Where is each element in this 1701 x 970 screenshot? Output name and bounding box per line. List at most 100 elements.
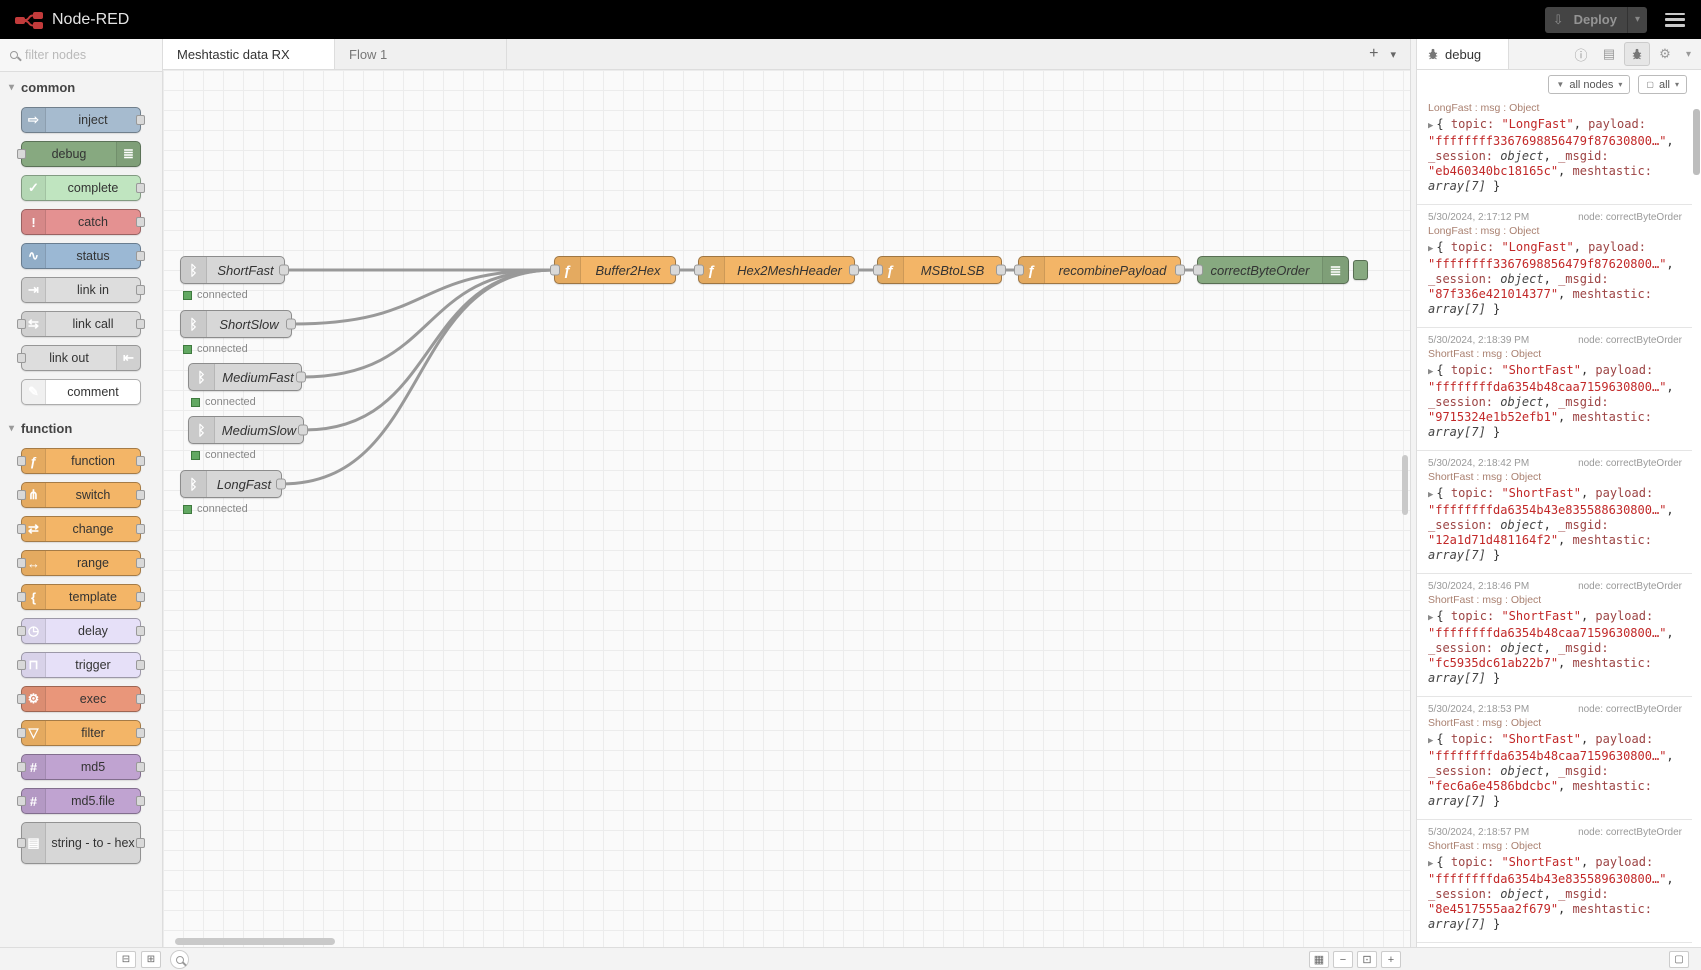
node-output-port[interactable] — [286, 318, 296, 330]
palette-node-switch[interactable]: ⋔switch — [17, 482, 145, 508]
debug-message[interactable]: LongFast : msg : Object▶{ topic: "LongFa… — [1417, 93, 1692, 205]
palette-category-function[interactable]: ▾function — [0, 413, 162, 443]
palette-collapse-button[interactable]: ⊟ — [116, 951, 136, 968]
node-output-port[interactable] — [670, 264, 680, 276]
palette-node-template[interactable]: {template — [17, 584, 145, 610]
zoom-in-button[interactable]: + — [1381, 951, 1401, 968]
node-input-port[interactable] — [17, 762, 26, 772]
node-output-port[interactable] — [136, 251, 145, 261]
flow-node-correctbyteorder[interactable]: correctByteOrder≣ — [1193, 256, 1349, 284]
node-output-port[interactable] — [298, 424, 308, 436]
node-input-port[interactable] — [17, 456, 26, 466]
palette-node-trigger[interactable]: ⊓trigger — [17, 652, 145, 678]
sidebar-scrollbar-thumb[interactable] — [1693, 109, 1700, 175]
node-input-port[interactable] — [1014, 264, 1024, 276]
node-output-port[interactable] — [136, 456, 145, 466]
node-input-port[interactable] — [17, 524, 26, 534]
navigator-button[interactable]: ▦ — [1309, 951, 1329, 968]
zoom-out-button[interactable]: − — [1333, 951, 1353, 968]
palette-category-common[interactable]: ▾common — [0, 72, 162, 102]
palette-node-link-call[interactable]: ⇆link call — [17, 311, 145, 337]
main-menu-button[interactable] — [1665, 12, 1685, 27]
node-output-port[interactable] — [996, 264, 1006, 276]
node-output-port[interactable] — [136, 838, 145, 848]
node-output-port[interactable] — [136, 490, 145, 500]
palette-expand-button[interactable]: ⊞ — [141, 951, 161, 968]
node-output-port[interactable] — [136, 217, 145, 227]
node-input-port[interactable] — [550, 264, 560, 276]
node-input-port[interactable] — [873, 264, 883, 276]
palette-node-range[interactable]: ↔range — [17, 550, 145, 576]
node-input-port[interactable] — [17, 838, 26, 848]
palette-node-inject[interactable]: ⇨inject — [21, 107, 145, 133]
tab-debug[interactable]: debug — [1417, 39, 1509, 69]
info-tab-button[interactable]: ⓘ — [1568, 42, 1594, 66]
debug-tab-button[interactable] — [1623, 42, 1650, 66]
palette-node-filter[interactable]: ▽filter — [17, 720, 145, 746]
node-input-port[interactable] — [17, 490, 26, 500]
palette-node-link-out[interactable]: link out⇤ — [17, 345, 141, 371]
palette-node-change[interactable]: ⇄change — [17, 516, 145, 542]
palette-node-debug[interactable]: debug≣ — [17, 141, 141, 167]
node-output-port[interactable] — [136, 319, 145, 329]
debug-message-body[interactable]: ▶{ topic: "ShortFast", payload: "fffffff… — [1428, 363, 1684, 440]
add-flow-button[interactable]: + — [1369, 45, 1379, 62]
flow-tab-meshtastic-data-rx[interactable]: Meshtastic data RX — [163, 39, 335, 69]
node-input-port[interactable] — [694, 264, 704, 276]
canvas-horizontal-scrollbar[interactable] — [175, 938, 335, 945]
palette-node-md5-file[interactable]: #md5.file — [17, 788, 145, 814]
node-output-port[interactable] — [136, 524, 145, 534]
node-output-port[interactable] — [296, 371, 306, 383]
node-output-port[interactable] — [136, 660, 145, 670]
palette-node-comment[interactable]: ✎comment — [21, 379, 141, 405]
node-input-port[interactable] — [17, 592, 26, 602]
node-output-port[interactable] — [1175, 264, 1185, 276]
debug-message-body[interactable]: ▶{ topic: "ShortFast", payload: "fffffff… — [1428, 486, 1684, 563]
node-output-port[interactable] — [279, 264, 289, 276]
palette-node-complete[interactable]: ✓complete — [21, 175, 145, 201]
node-output-port[interactable] — [136, 558, 145, 568]
debug-filter-scope-button[interactable]: ▢ all ▾ — [1638, 75, 1687, 94]
sidebar-tab-list-button[interactable]: ▾ — [1685, 48, 1691, 60]
sidebar-scrollbar[interactable] — [1693, 101, 1700, 947]
node-input-port[interactable] — [17, 694, 26, 704]
help-tab-button[interactable]: ▤ — [1596, 42, 1622, 66]
sidebar-splitter[interactable] — [1410, 39, 1417, 947]
node-input-port[interactable] — [1193, 264, 1203, 276]
node-output-port[interactable] — [276, 478, 286, 490]
node-output-port[interactable] — [136, 694, 145, 704]
node-input-port[interactable] — [17, 660, 26, 670]
debug-message-body[interactable]: ▶{ topic: "LongFast", payload: "ffffffff… — [1428, 117, 1684, 194]
debug-filter-nodes-button[interactable]: ▼ all nodes ▾ — [1548, 75, 1631, 94]
node-output-port[interactable] — [849, 264, 859, 276]
debug-message-body[interactable]: ▶{ topic: "ShortFast", payload: "fffffff… — [1428, 609, 1684, 686]
palette-node-catch[interactable]: !catch — [21, 209, 145, 235]
deploy-options-button[interactable]: ▾ — [1626, 6, 1647, 33]
canvas-search-button[interactable] — [170, 950, 189, 969]
debug-message-body[interactable]: ▶{ topic: "ShortFast", payload: "fffffff… — [1428, 732, 1684, 809]
node-output-port[interactable] — [136, 762, 145, 772]
palette-node-link-in[interactable]: ⇥link in — [21, 277, 145, 303]
node-input-port[interactable] — [17, 149, 26, 159]
wire[interactable] — [291, 268, 555, 326]
node-input-port[interactable] — [17, 319, 26, 329]
wire[interactable] — [301, 268, 555, 379]
zoom-reset-button[interactable]: ⊡ — [1357, 951, 1377, 968]
debug-toggle-button[interactable] — [1353, 260, 1368, 280]
node-output-port[interactable] — [136, 115, 145, 125]
flow-list-button[interactable]: ▾ — [1390, 48, 1396, 61]
node-input-port[interactable] — [17, 353, 26, 363]
